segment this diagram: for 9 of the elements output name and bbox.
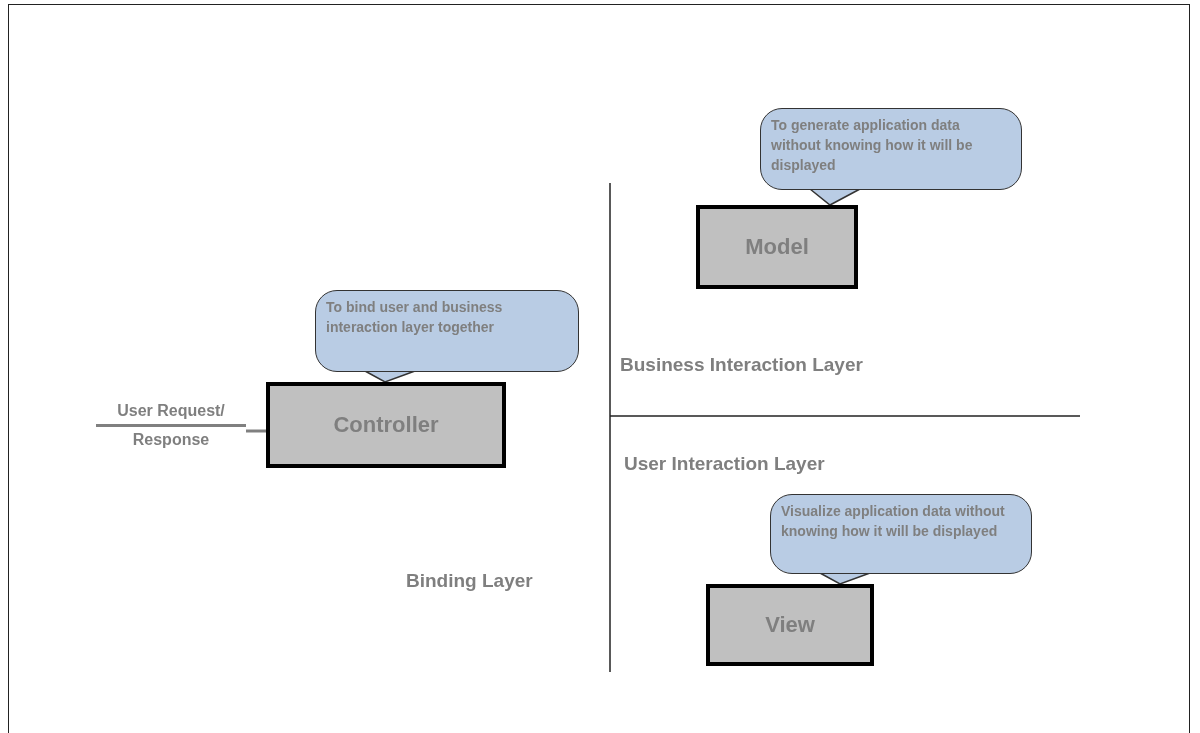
text-label: User Request/ [116,401,226,421]
connector-line [246,429,266,433]
layer-label: Binding Layer [406,570,533,592]
component-box: Model [696,205,858,289]
text-label: Response [131,430,211,450]
layer-label: User Interaction Layer [624,453,825,475]
layer-label: Business Interaction Layer [620,354,863,376]
component-box: Controller [266,382,506,468]
component-box: View [706,584,874,666]
